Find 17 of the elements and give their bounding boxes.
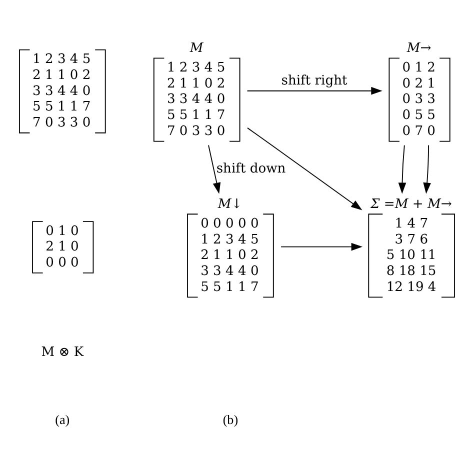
node-text: 1 2 3 4 5 2 1 1 0 2 3 3 4 4 0 5 5 1 1 7 7 0 3 3 0	[32, 52, 91, 131]
node-text: 0 1 0 2 1 0 0 0 0	[46, 224, 79, 271]
label: (a)	[55, 412, 70, 427]
arrow	[423, 144, 431, 194]
node-text: M↓ 0 0 0 0 0 1 2 3 4 5 2 1 1 0 2 3 3 4 4 0 5 5 1 1 7	[200, 196, 259, 295]
arrow	[247, 127, 362, 210]
label: (b)	[222, 412, 238, 427]
edge-label: shift right	[281, 74, 348, 89]
node-text: Σ =M + M→ 1 4 7 3 7 6 5 10 11 8 18 15 12 19 4	[370, 196, 452, 295]
arrow	[280, 242, 363, 251]
arrow	[398, 144, 406, 194]
node-text: M→ 0 1 2 0 2 1 0 3 3 0 5 5 0 7 0	[402, 40, 436, 139]
edge-label: shift down	[216, 161, 286, 176]
label: M ⊗ K	[41, 344, 84, 360]
arrow	[246, 86, 382, 95]
node-text: M 1 2 3 4 5 2 1 1 0 2 3 3 4 4 0 5 5 1 1 7 7 0 3 3 0	[166, 40, 226, 139]
arrow	[208, 144, 221, 194]
